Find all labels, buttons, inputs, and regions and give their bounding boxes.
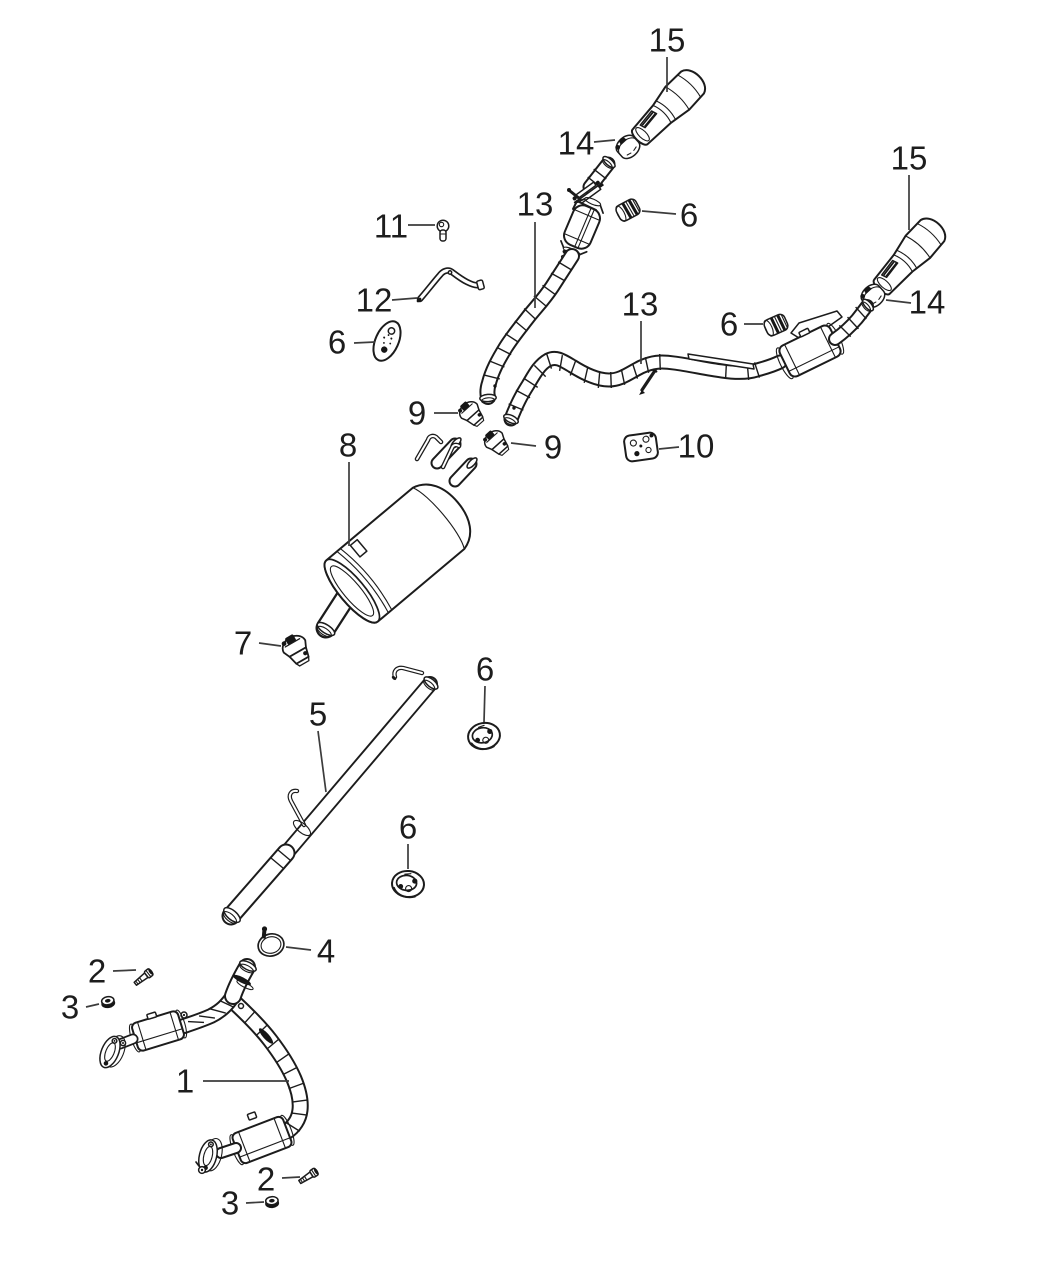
flange-bolt-rear bbox=[296, 1166, 321, 1187]
callout-label-flange-nut-front: 3 bbox=[61, 989, 79, 1026]
callout-label-hanger-isolator-middle: 6 bbox=[476, 651, 494, 688]
callout-label-outlet-clamp-rear: 9 bbox=[544, 429, 562, 466]
callout-label-muffler-clamp: 7 bbox=[234, 625, 252, 662]
callout-label-flange-bolt-rear: 2 bbox=[257, 1161, 275, 1198]
muffler-label-patch bbox=[349, 538, 368, 558]
callout-leader-flange-nut-front bbox=[85, 1003, 100, 1008]
callout-leader-tailpipe-clamp-left bbox=[593, 139, 616, 143]
callout-label-ypipe-catalytic-converter-assembly: 1 bbox=[176, 1063, 194, 1100]
callout-label-band-clamp: 4 bbox=[317, 933, 335, 970]
callout-label-outlet-clamp-front: 9 bbox=[408, 395, 426, 432]
callout-label-tailpipe-clamp-left: 14 bbox=[558, 125, 595, 162]
tailpipe-left-assembly bbox=[479, 63, 712, 405]
catalytic-converter-rear bbox=[229, 1114, 295, 1166]
callout-leader-tailpipe-clamp-right bbox=[885, 299, 912, 304]
isolator-block bbox=[623, 431, 659, 463]
callout-label-hanger-bracket: 12 bbox=[356, 282, 393, 319]
callout-leader-band-clamp bbox=[285, 946, 312, 951]
band-clamp bbox=[257, 926, 285, 957]
hanger-isolator-upper-left bbox=[613, 196, 643, 224]
hanger-isolator-right bbox=[761, 312, 791, 339]
hanger-bolt bbox=[436, 219, 450, 242]
callout-label-flange-nut-rear: 3 bbox=[221, 1185, 239, 1222]
callout-leader-hanger-isolator-middle bbox=[483, 685, 486, 723]
callout-leader-hanger-isolator-left bbox=[353, 341, 376, 344]
flange-nut-front bbox=[99, 994, 117, 1010]
hanger-isolator-left bbox=[372, 320, 402, 362]
tailpipe-right-assembly bbox=[503, 211, 952, 427]
catalyst-left-tailpipe bbox=[560, 197, 604, 257]
callout-label-hanger-isolator-upper-left: 6 bbox=[680, 197, 698, 234]
callout-label-exhaust-tip-right: 15 bbox=[891, 140, 928, 177]
callout-label-flange-bolt-front: 2 bbox=[88, 953, 106, 990]
callout-label-extension-pipe: 5 bbox=[309, 696, 327, 733]
callout-label-hanger-isolator-left: 6 bbox=[328, 324, 346, 361]
hanger-isolator-middle bbox=[464, 719, 504, 753]
muffler-assembly bbox=[277, 395, 514, 671]
callout-leader-extension-pipe bbox=[317, 730, 327, 793]
callout-leader-muffler-clamp bbox=[258, 642, 282, 647]
callout-label-hanger-isolator-right: 6 bbox=[720, 306, 738, 343]
pipe-heat-shield bbox=[687, 353, 755, 370]
muffler-clamp bbox=[277, 629, 316, 671]
extension-pipe bbox=[221, 665, 439, 926]
callout-label-tailpipe-clamp-right: 14 bbox=[909, 284, 946, 321]
catalytic-converter-front bbox=[128, 1009, 188, 1053]
parts-layer bbox=[95, 63, 952, 1210]
callout-label-exhaust-tip-left: 15 bbox=[649, 22, 686, 59]
callout-label-hanger-isolator-lower: 6 bbox=[399, 809, 417, 846]
flange-bolt-front bbox=[132, 966, 156, 988]
hanger-bracket bbox=[416, 267, 485, 303]
callout-leader-hanger-isolator-upper-left bbox=[641, 210, 677, 215]
outlet-clamp-rear bbox=[479, 424, 514, 461]
callout-leader-isolator-block bbox=[658, 446, 680, 450]
callout-leader-hanger-bracket bbox=[391, 297, 418, 301]
hanger-isolator-lower bbox=[389, 868, 427, 900]
exhaust-tip-left bbox=[624, 63, 712, 153]
flange-nut-rear bbox=[263, 1195, 281, 1210]
callout-label-muffler: 8 bbox=[339, 427, 357, 464]
ypipe-catalytic-converter-assembly bbox=[95, 958, 309, 1176]
callout-leader-flange-nut-rear bbox=[245, 1201, 265, 1204]
callout-label-hanger-bolt: 11 bbox=[374, 208, 408, 245]
muffler bbox=[323, 483, 472, 624]
callout-label-isolator-block: 10 bbox=[678, 428, 715, 465]
callout-leader-flange-bolt-rear bbox=[281, 1176, 301, 1179]
callout-leader-outlet-clamp-rear bbox=[510, 442, 537, 447]
callout-label-tailpipe-left: 13 bbox=[517, 186, 554, 223]
callout-label-tailpipe-right: 13 bbox=[622, 286, 659, 323]
callout-leader-flange-bolt-front bbox=[112, 969, 137, 972]
